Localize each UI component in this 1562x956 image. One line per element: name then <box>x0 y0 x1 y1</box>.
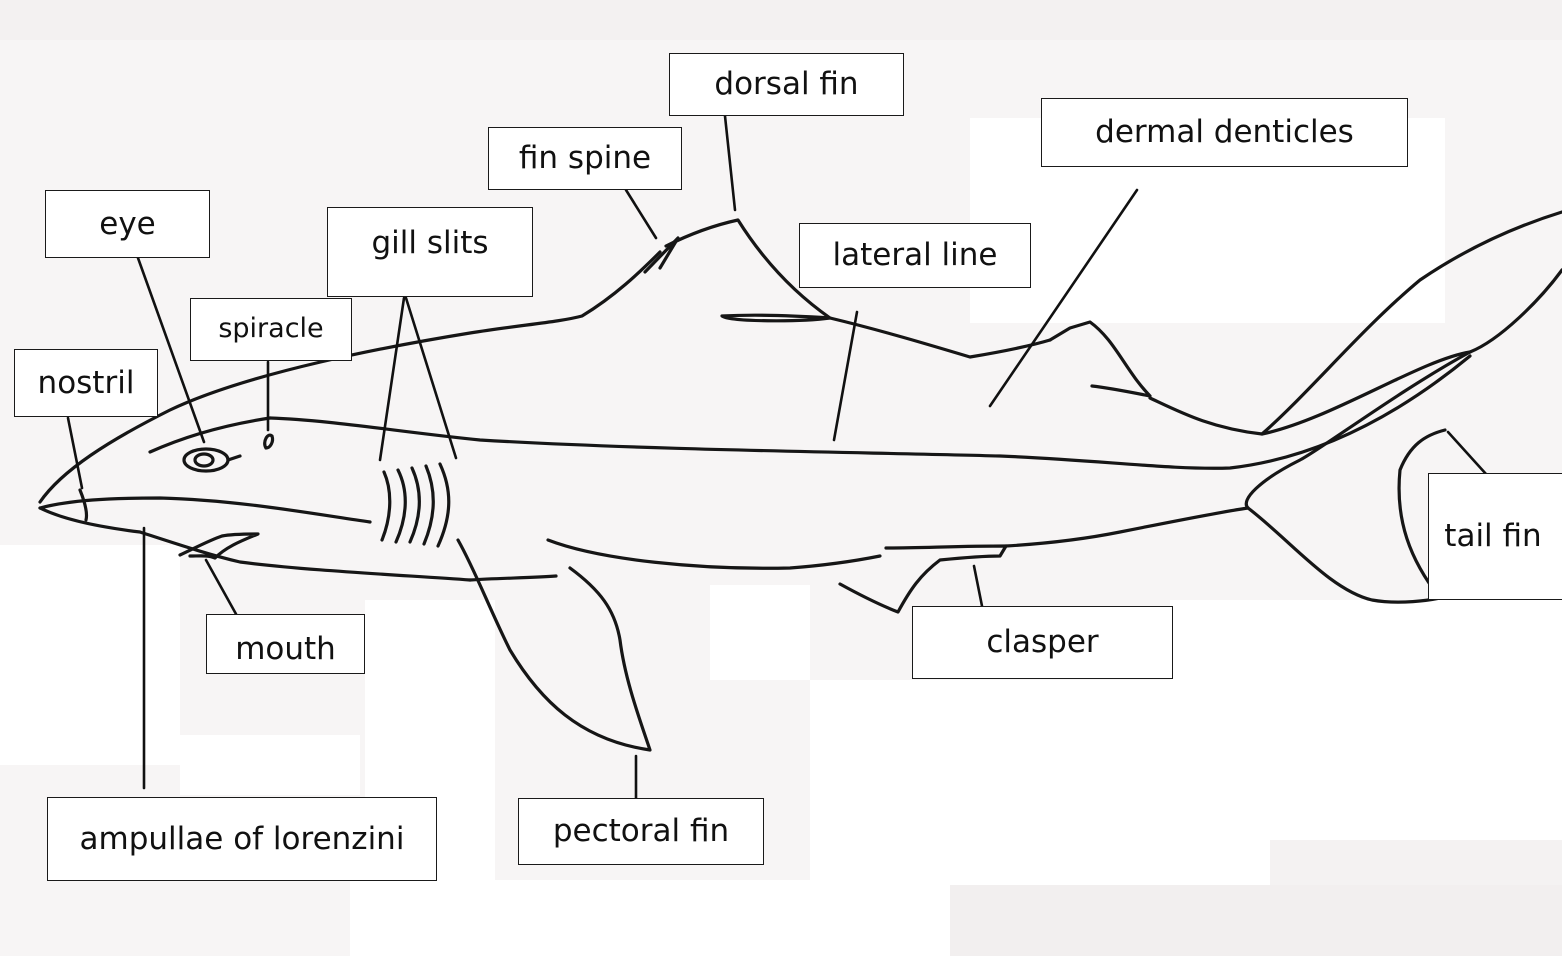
label-gill-slits: gill slits <box>327 207 533 297</box>
label-lateral-line: lateral line <box>799 223 1031 288</box>
label-mouth: mouth <box>206 614 365 674</box>
leader-lines <box>68 116 1486 798</box>
leader-gill-slits-1 <box>380 298 404 460</box>
label-fin-spine: fin spine <box>488 127 682 190</box>
label-dermal-denticles: dermal denticles <box>1041 98 1408 167</box>
leader-lateral-line <box>834 312 857 440</box>
label-eye: eye <box>45 190 210 258</box>
leader-tail-fin <box>1448 432 1486 474</box>
leader-nostril <box>68 418 82 488</box>
leader-fin-spine <box>626 190 656 238</box>
label-dorsal-fin: dorsal fin <box>669 53 904 116</box>
label-tail-fin: tail fin <box>1428 473 1562 600</box>
label-ampullae-of-lorenzini: ampullae of lorenzini <box>47 797 437 881</box>
label-spiracle: spiracle <box>190 298 352 361</box>
label-clasper: clasper <box>912 606 1173 679</box>
leader-mouth <box>206 560 236 614</box>
label-pectoral-fin: pectoral fin <box>518 798 764 865</box>
label-nostril: nostril <box>14 349 158 417</box>
leader-dorsal-fin <box>725 116 735 210</box>
leader-clasper <box>974 566 982 606</box>
